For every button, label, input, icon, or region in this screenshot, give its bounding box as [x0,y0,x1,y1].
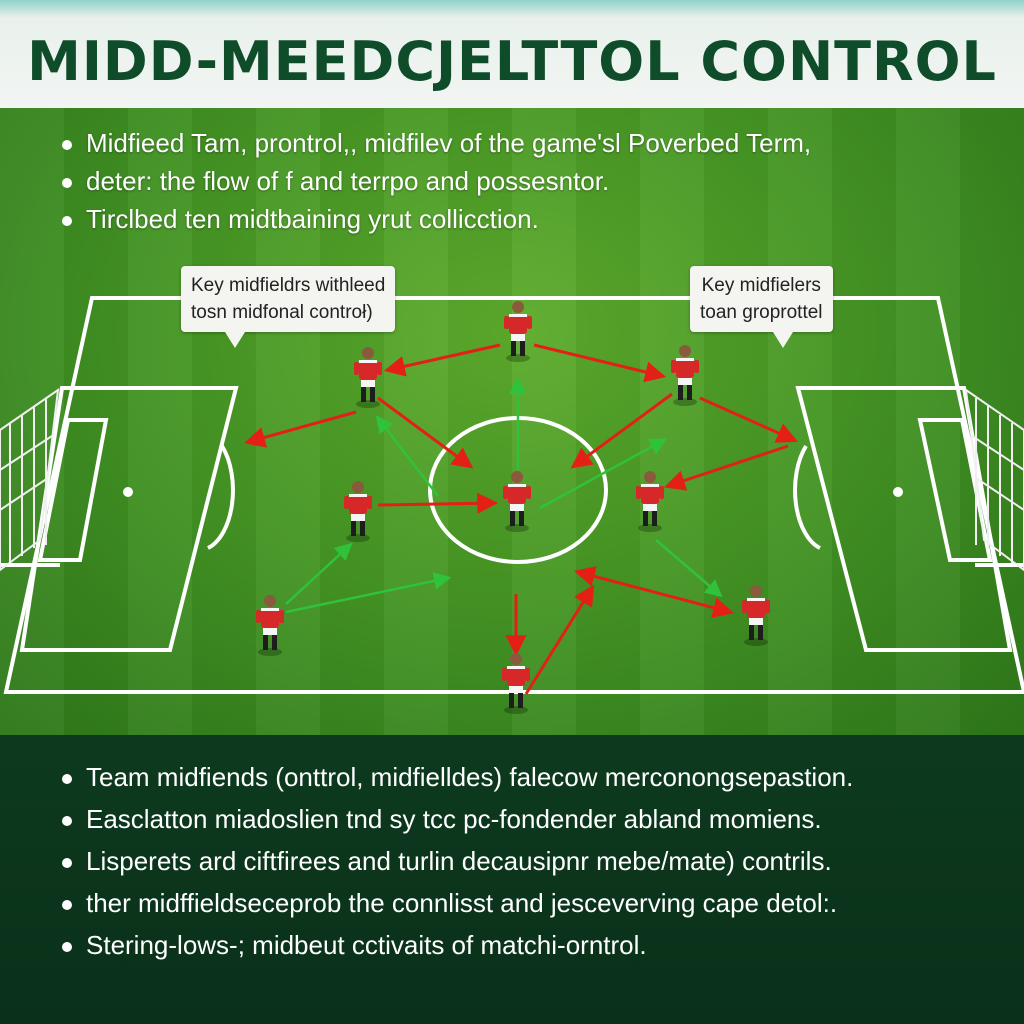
bottom-bullet-5: Stering-lows-; midbeut cctivaits of matc… [62,930,1002,972]
right-penalty-spot [893,487,903,497]
pitch-diagram [0,296,1024,714]
player-left-low [256,595,284,656]
left-penalty-arc [207,444,235,550]
player-top-center [504,301,532,362]
players [256,301,770,714]
player-right-center [636,471,664,532]
callout-right-line2: toan groprottel [700,302,823,323]
left-penalty-spot [123,487,133,497]
right-penalty-box [795,386,1013,652]
bottom-bullet-4: ther midffieldseceprob the connlisst and… [62,888,1002,930]
bottom-panel [0,735,1024,1024]
left-goal-box [37,418,109,562]
right-penalty-arc [793,444,821,550]
page-title: MIDD-MEEDCJELTTOL CONTROL [27,30,997,93]
red-pass-arrows [243,343,798,695]
player-bottom-center [502,653,530,714]
player-center [503,471,531,532]
top-bullet-1: Midfieed Tam, prontrol,, midfilev of the… [62,128,962,166]
bottom-bullet-2: Easclatton miadoslien tnd sy tcc pc-fond… [62,804,1002,846]
bottom-bullet-1: Team midfiends (onttrol, midfielldes) fa… [62,762,1002,804]
right-goal-box [917,418,993,562]
player-right-mid [671,345,699,406]
player-left-center [344,481,372,542]
player-right-low [742,585,770,646]
right-goal-net [964,387,1024,572]
callout-right-line1: Key midfielers [701,275,821,296]
top-bullet-3: Tirclbed ten midtbaining yrut collicctio… [62,204,962,242]
callout-left-line2: tosn midfonal controł) [191,302,373,323]
bottom-bullet-list: Team midfiends (onttrol, midfielldes) fa… [62,762,1002,972]
pitch-background [0,0,1024,735]
callout-left: Key midfieldrs withleed tosn midfonal co… [181,266,396,348]
callout-right: Key midfielers toan groprottel [690,266,833,348]
pitch-lines [0,296,1024,694]
top-bullet-list: Midfieed Tam, prontrol,, midfilev of the… [62,128,962,242]
left-goal-net [0,387,60,572]
callout-left-line1: Key midfieldrs withleed [191,275,386,296]
top-bullet-2: deter: the flow of f and terrpo and poss… [62,166,962,204]
title-bar: MIDD-MEEDCJELTTOL CONTROL [0,0,1024,108]
left-penalty-box [19,386,239,652]
bottom-bullet-3: Lisperets ard ciftfirees and turlin deca… [62,846,1002,888]
